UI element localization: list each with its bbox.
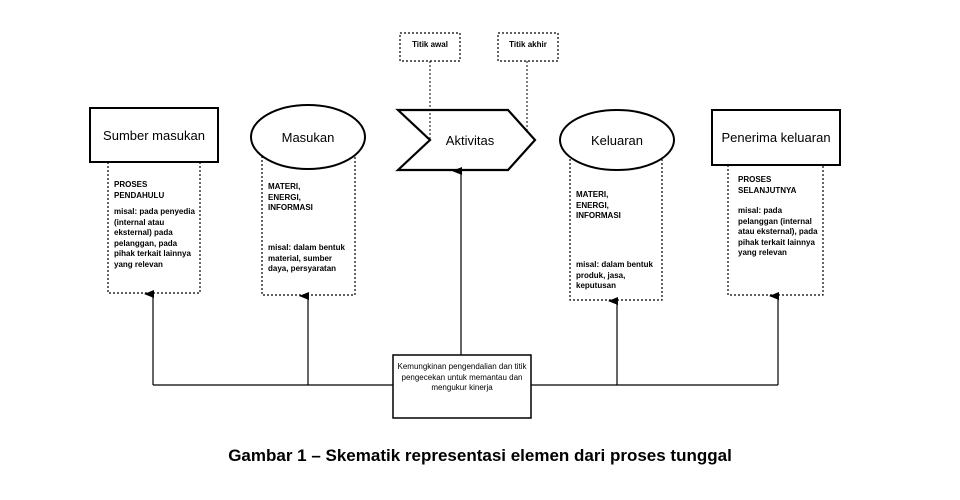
input-title: Masukan bbox=[281, 129, 335, 145]
output-example: misal: dalam bentuk produk, jasa, keputu… bbox=[576, 260, 653, 290]
control-box bbox=[392, 354, 532, 419]
control-text: Kemungkinan pengendalian dan titik penge… bbox=[397, 362, 527, 392]
input-ellipse bbox=[250, 104, 366, 170]
input-heading: MATERI, ENERGI, INFORMASI bbox=[268, 182, 313, 212]
source-title: Sumber masukan bbox=[103, 127, 205, 143]
receiver-example: misal: pada pelanggan (internal atau eks… bbox=[738, 206, 818, 257]
output-title: Keluaran bbox=[590, 132, 644, 148]
activity-title: Aktivitas bbox=[445, 132, 495, 148]
output-heading: MATERI, ENERGI, INFORMASI bbox=[576, 190, 621, 220]
end-point-box bbox=[497, 32, 559, 62]
output-ellipse bbox=[559, 109, 675, 171]
source-heading: PROSES PENDAHULU bbox=[114, 180, 165, 200]
activity-chevron bbox=[395, 108, 537, 172]
source-example: misal: pada penyedia (internal atau ekst… bbox=[114, 207, 195, 269]
figure-caption: Gambar 1 – Skematik representasi elemen … bbox=[228, 446, 732, 465]
receiver-heading: PROSES SELANJUTNYA bbox=[738, 175, 797, 195]
receiver-title: Penerima keluaran bbox=[721, 130, 831, 145]
source-box bbox=[89, 107, 219, 163]
start-point-label: Titik awal bbox=[412, 40, 448, 49]
input-example: misal: dalam bentuk material, sumber day… bbox=[268, 243, 345, 273]
end-point-label: Titik akhir bbox=[509, 40, 547, 49]
receiver-box bbox=[711, 109, 841, 166]
